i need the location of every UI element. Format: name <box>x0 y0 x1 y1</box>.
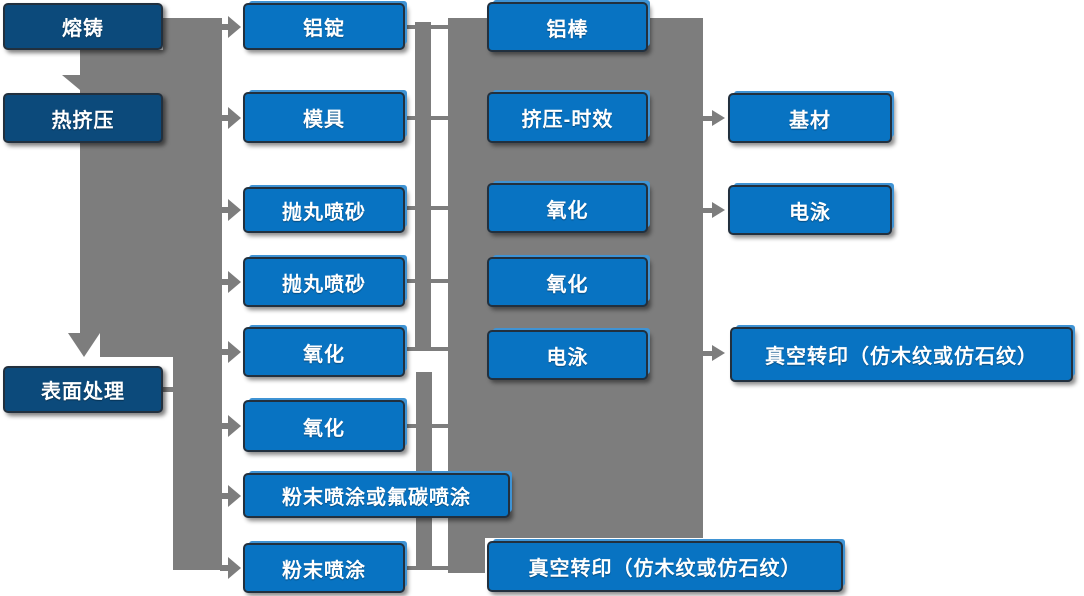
node-label: 铝锭 <box>303 18 345 40</box>
node-label: 氧化 <box>303 417 345 440</box>
node-label: 熔铸 <box>62 18 104 40</box>
arrow-right-icon <box>220 199 241 221</box>
arrow-right-icon <box>220 341 241 363</box>
node-electrophoresis-1: 电泳 <box>487 330 648 380</box>
arrow-right-icon <box>220 271 241 293</box>
node-label: 热挤压 <box>51 109 115 132</box>
node-label: 真空转印（仿木纹或仿石纹） <box>765 346 1038 368</box>
arrow-right-icon <box>220 16 241 38</box>
arrow-down-icon <box>62 75 98 90</box>
node-label: 真空转印（仿木纹或仿石纹） <box>528 558 802 580</box>
node-label: 氧化 <box>303 343 345 366</box>
arrow-right-icon <box>700 345 725 361</box>
node-vacuum-transfer-print-right: 真空转印（仿木纹或仿石纹） <box>730 327 1073 382</box>
arrow-down-icon <box>68 333 100 357</box>
node-label: 基材 <box>789 109 831 132</box>
node-label: 粉末喷涂 <box>282 559 366 582</box>
node-label: 模具 <box>303 109 345 131</box>
connector-line <box>161 387 175 392</box>
arrow-right-icon <box>700 110 725 126</box>
node-powder-or-fluorocarbon-coating: 粉末喷涂或氟碳喷涂 <box>243 473 510 518</box>
node-electrophoresis-2: 电泳 <box>728 185 892 235</box>
result-panel-foot <box>448 538 485 573</box>
arrow-right-icon <box>700 202 725 218</box>
node-label: 电泳 <box>789 201 831 224</box>
node-shot-blasting-2: 抛丸喷砂 <box>243 257 405 307</box>
arrow-right-icon <box>220 415 241 437</box>
node-oxidation-3: 氧化 <box>487 183 648 233</box>
node-hot-extrusion: 热挤压 <box>3 93 163 143</box>
node-extrusion-aging: 挤压-时效 <box>487 92 648 143</box>
node-surface-treatment: 表面处理 <box>3 366 163 413</box>
collector-bar-upper <box>415 22 431 350</box>
arrow-right-icon <box>220 557 241 579</box>
node-vacuum-transfer-print-bottom: 真空转印（仿木纹或仿石纹） <box>487 541 843 592</box>
main-trunk-connector <box>80 18 222 570</box>
node-aluminum-rod: 铝棒 <box>487 2 648 52</box>
node-aluminum-ingot: 铝锭 <box>243 3 405 50</box>
node-label: 铝棒 <box>546 18 589 41</box>
node-label: 挤压-时效 <box>521 109 614 131</box>
node-melting-casting: 熔铸 <box>3 3 163 50</box>
arrow-right-icon <box>220 485 241 507</box>
node-label: 粉末喷涂或氟碳喷涂 <box>282 487 471 509</box>
collector-bar-lower <box>416 372 432 570</box>
node-label: 电泳 <box>546 346 589 369</box>
node-shot-blasting-1: 抛丸喷砂 <box>243 187 405 233</box>
arrow-right-icon <box>220 107 241 129</box>
node-mold: 模具 <box>243 92 405 143</box>
node-label: 氧化 <box>546 273 589 296</box>
node-oxidation-2: 氧化 <box>243 400 405 452</box>
node-label: 抛丸喷砂 <box>282 273 366 296</box>
node-label: 表面处理 <box>41 381 125 403</box>
node-oxidation-1: 氧化 <box>243 327 405 377</box>
node-label: 氧化 <box>546 199 589 222</box>
node-powder-coating: 粉末喷涂 <box>243 543 405 593</box>
node-base-material: 基材 <box>728 93 892 143</box>
node-oxidation-4: 氧化 <box>487 257 648 307</box>
node-label: 抛丸喷砂 <box>282 201 366 224</box>
